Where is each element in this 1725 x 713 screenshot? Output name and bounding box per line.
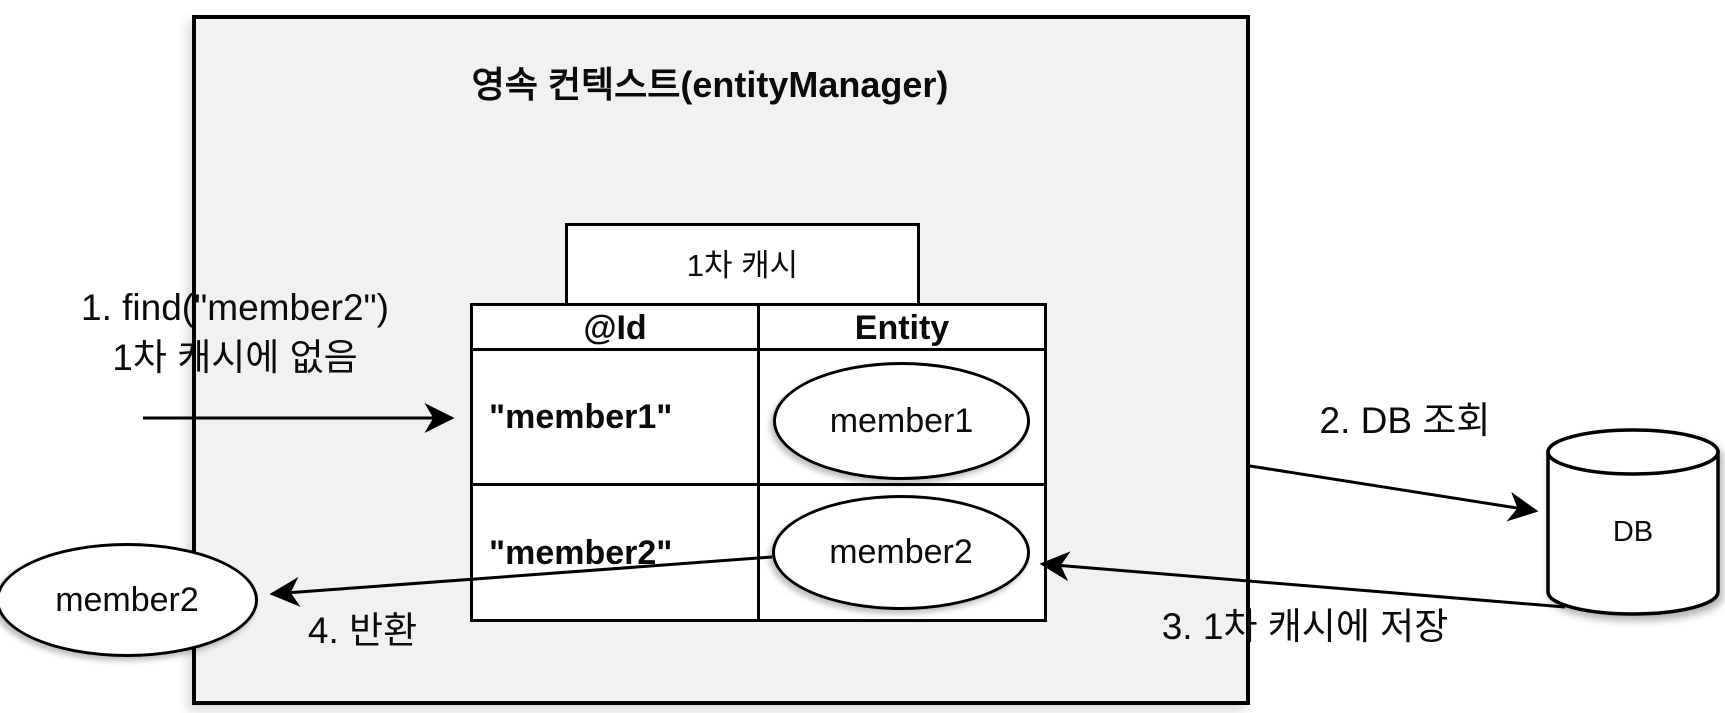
step1-label: 1. find("member2") 1차 캐시에 없음 bbox=[45, 283, 425, 383]
table-header-entity: Entity bbox=[854, 309, 950, 347]
arrow-step2-db-lookup bbox=[1249, 464, 1539, 522]
step1-line1: 1. find("member2") bbox=[81, 287, 389, 328]
persistence-context-title: 영속 컨텍스트(entityManager) bbox=[471, 64, 949, 105]
id-cell-member1: "member1" bbox=[473, 351, 760, 483]
table-row: "member1" bbox=[473, 351, 1044, 486]
table-header-id: @Id bbox=[473, 306, 760, 348]
step1-line2: 1차 캐시에 없음 bbox=[112, 337, 358, 378]
returned-entity-ellipse: member2 bbox=[0, 543, 258, 657]
database-label: DB bbox=[1612, 516, 1654, 548]
entity-ellipse-member2-label: member2 bbox=[829, 533, 973, 571]
entity-ellipse-member1-label: member1 bbox=[829, 401, 974, 440]
table-header-row: @Id Entity bbox=[473, 306, 1044, 351]
database-cylinder-icon bbox=[1546, 428, 1720, 616]
step3-label: 3. 1차 캐시에 저장 bbox=[1161, 606, 1449, 647]
id-cell-member2: "member2" bbox=[473, 486, 760, 620]
first-level-cache-label: 1차 캐시 bbox=[686, 248, 799, 283]
returned-entity-label: member2 bbox=[55, 580, 199, 619]
entity-ellipse-member1: member1 bbox=[773, 362, 1030, 480]
step4-label: 4. 반환 bbox=[307, 610, 418, 651]
first-level-cache-tab: 1차 캐시 bbox=[565, 223, 920, 307]
step2-label: 2. DB 조회 bbox=[1319, 400, 1491, 441]
entity-ellipse-member2: member2 bbox=[772, 495, 1030, 610]
